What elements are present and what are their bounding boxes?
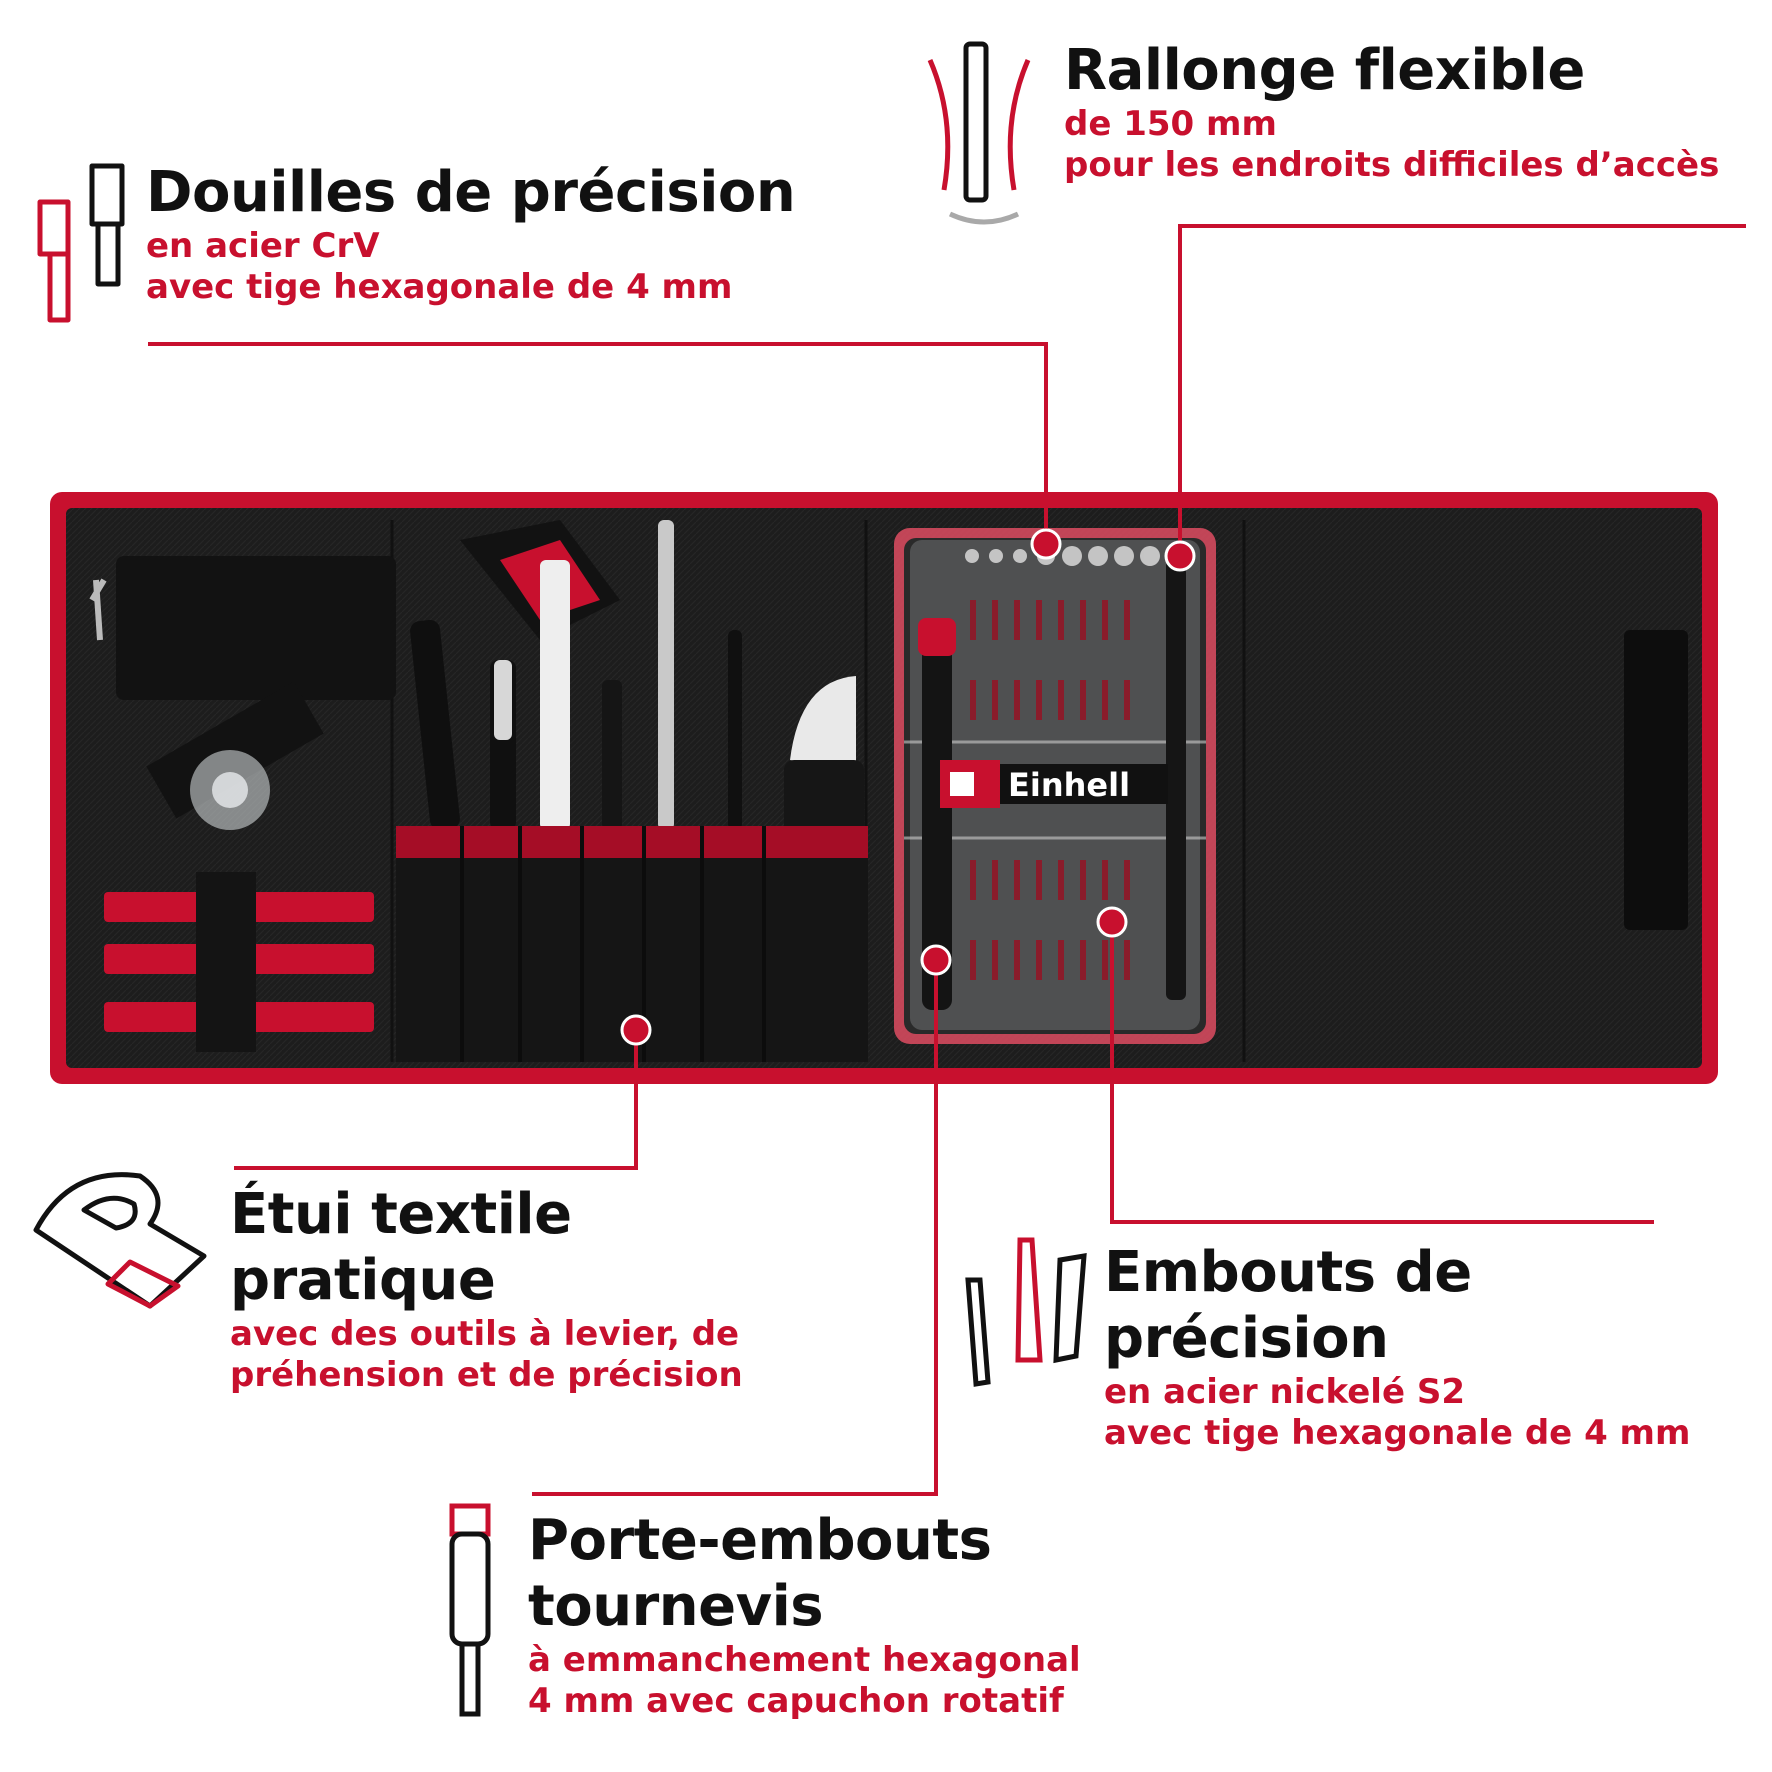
feature-subtitle: avec tige hexagonale de 4 mm xyxy=(146,266,733,307)
feature-title: Douilles de précision xyxy=(146,160,796,225)
bit-holder xyxy=(922,620,952,1010)
feature-subtitle: pour les endroits difficiles d’accès xyxy=(1064,144,1720,185)
brand-logo: Einhell xyxy=(1008,766,1130,804)
bit-box: Einhell xyxy=(894,528,1216,1044)
pry-tools xyxy=(104,872,374,1052)
bit-icon xyxy=(965,1237,1087,1387)
connector-dots xyxy=(620,528,1196,1046)
feature-subtitle: à emmanchement hexagonal xyxy=(528,1640,1081,1681)
tool-case: Einhell xyxy=(50,492,1718,1084)
feature-title: tournevis xyxy=(528,1574,824,1640)
feature-title: Étui textile xyxy=(230,1182,572,1247)
feature-subtitle: préhension et de précision xyxy=(230,1354,743,1395)
tweezer xyxy=(602,680,622,830)
textile-roll-icon xyxy=(33,1172,207,1309)
spudger xyxy=(658,520,674,830)
feature-subtitle: de 150 mm xyxy=(1064,104,1277,145)
feature-subtitle: avec des outils à levier, de xyxy=(230,1314,740,1355)
feature-title: Rallonge flexible xyxy=(1064,38,1585,103)
flex-shaft-icon xyxy=(927,41,1031,225)
feature-title: pratique xyxy=(230,1248,496,1314)
feature-subtitle: 4 mm avec capuchon rotatif xyxy=(528,1680,1064,1721)
feature-subtitle: avec tige hexagonale de 4 mm xyxy=(1104,1412,1691,1453)
opening-blade xyxy=(790,676,856,770)
tweezer-wire xyxy=(89,578,107,641)
feature-subtitle: en acier nickelé S2 xyxy=(1104,1372,1465,1413)
feature-title: Embouts de précision xyxy=(1104,1240,1472,1372)
small-pouch xyxy=(116,556,396,700)
feature-case: Étui textile pratique avec des outils à … xyxy=(230,1182,743,1396)
feature-subtitle: en acier CrV xyxy=(146,226,380,267)
feature-sockets: Douilles de précision en acier CrV avec … xyxy=(146,160,796,308)
tweezer xyxy=(728,630,742,830)
feature-bits: Embouts de précision en acier nickelé S2… xyxy=(1104,1240,1772,1454)
connector-lines xyxy=(148,224,1746,1496)
tweezer-steel xyxy=(540,560,570,830)
feature-holder: Porte-embouts tournevis à emmanchement h… xyxy=(528,1508,1081,1722)
screwdriver-icon xyxy=(449,1503,491,1717)
feature-extension: Rallonge flexible de 150 mm pour les end… xyxy=(1064,38,1719,186)
velcro-strap xyxy=(1624,630,1688,930)
socket-icon xyxy=(37,163,125,323)
tweezer xyxy=(410,619,460,831)
flex-extension xyxy=(1166,560,1186,1000)
feature-title: Porte-embouts xyxy=(528,1508,992,1573)
